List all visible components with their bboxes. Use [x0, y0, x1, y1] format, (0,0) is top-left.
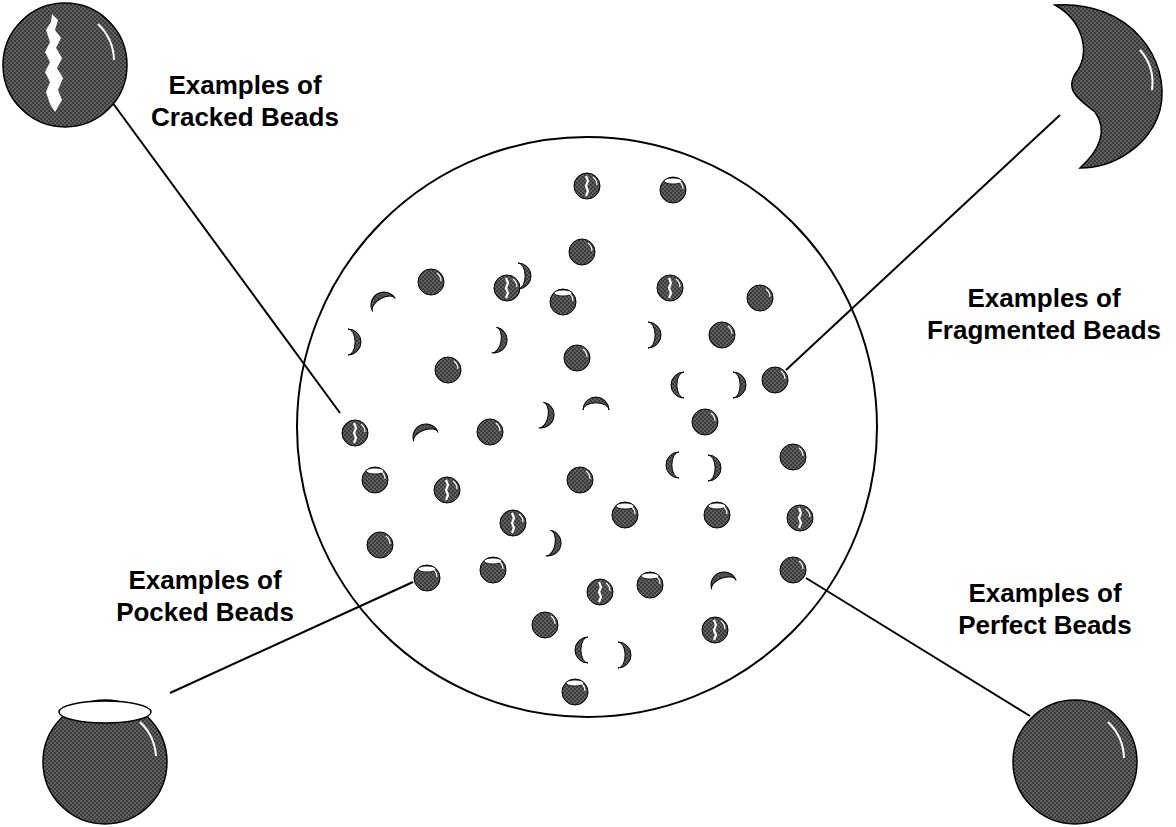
bead — [409, 420, 438, 441]
bead — [550, 289, 576, 315]
callout-label: Examples of Cracked Beads — [145, 70, 345, 133]
bead — [562, 679, 588, 705]
bead — [657, 275, 683, 301]
bead — [569, 239, 595, 265]
bead — [567, 467, 593, 493]
bead — [435, 357, 461, 383]
bead — [702, 617, 728, 643]
bead — [618, 642, 631, 668]
bead — [733, 372, 746, 398]
cracked-bead-large — [3, 3, 127, 127]
bead — [348, 329, 361, 355]
bead — [500, 510, 526, 536]
bead — [780, 444, 806, 470]
bead — [362, 467, 388, 493]
bead — [787, 505, 813, 531]
bead — [480, 557, 506, 583]
bead — [707, 568, 736, 589]
bead — [366, 287, 395, 311]
sample-dish — [297, 137, 877, 717]
bead — [342, 420, 368, 446]
bead — [780, 557, 806, 583]
bead — [575, 637, 588, 663]
bead — [539, 402, 556, 430]
bead — [564, 345, 590, 371]
bead — [492, 327, 509, 355]
callout-label: Examples of Fragmented Beads — [921, 283, 1167, 346]
bead — [747, 285, 773, 311]
callout-label: Examples of Pocked Beads — [105, 565, 305, 628]
bead — [583, 397, 609, 410]
bead — [762, 367, 788, 393]
bead — [692, 409, 718, 435]
bead — [648, 322, 661, 348]
bead — [612, 502, 638, 528]
bead — [574, 173, 600, 199]
bead — [660, 177, 686, 203]
bead — [704, 502, 730, 528]
bead — [709, 322, 735, 348]
bead — [666, 452, 679, 478]
bead — [587, 579, 613, 605]
perfect-bead-large — [1013, 700, 1137, 824]
small-beads — [342, 173, 813, 705]
bead — [708, 455, 721, 481]
pocked-bead-large — [43, 700, 167, 824]
bead — [418, 269, 444, 295]
bead — [477, 419, 503, 445]
bead — [494, 275, 520, 301]
bead — [546, 530, 563, 558]
callout-label: Examples of Perfect Beads — [945, 578, 1145, 641]
bead — [532, 612, 558, 638]
bead — [367, 532, 393, 558]
fragmented-bead-large — [1055, 5, 1162, 168]
bead — [637, 572, 663, 598]
bead — [414, 565, 440, 591]
bead — [671, 372, 684, 398]
bead — [434, 477, 460, 503]
